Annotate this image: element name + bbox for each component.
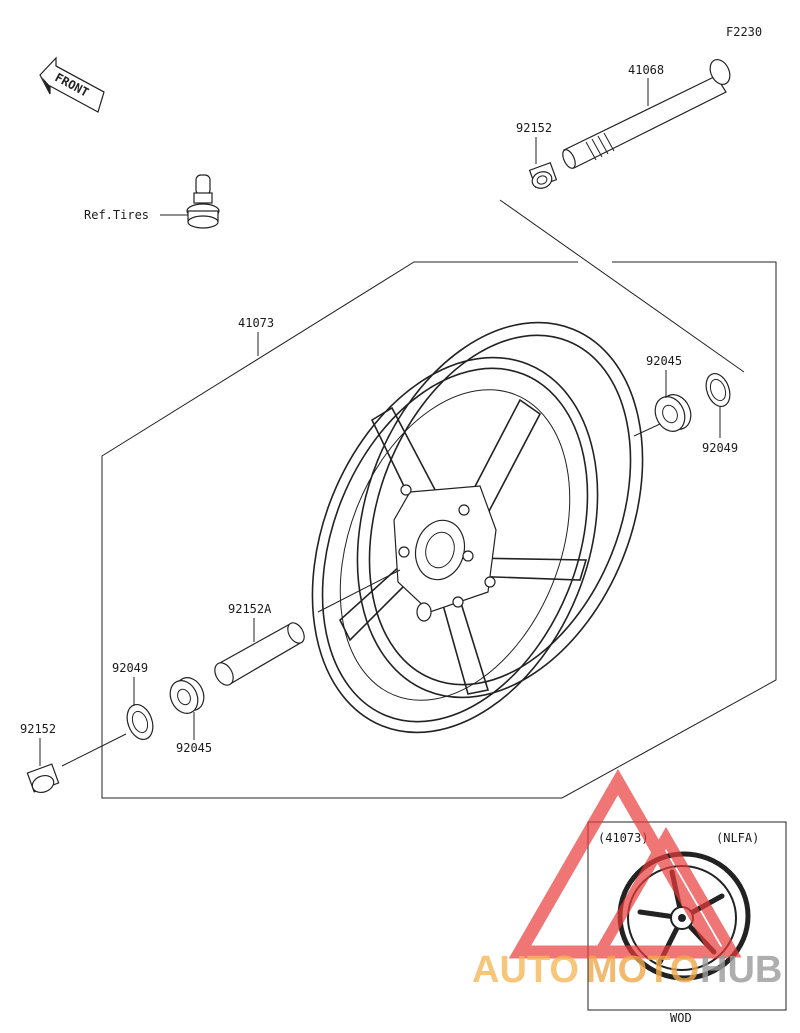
spacer-label: 92152A (228, 602, 272, 616)
seal-right-label: 92049 (702, 441, 738, 455)
bearing-left-part (169, 677, 205, 714)
inset-variant-label: (NLFA) (716, 831, 759, 845)
valve-stem-part (186, 174, 220, 229)
watermark-moto: MOTO (586, 949, 699, 991)
watermark-logo (508, 768, 742, 959)
seal-left-part (126, 703, 154, 741)
watermark-hub: HUB (700, 949, 782, 991)
axle-part (562, 59, 731, 169)
watermark-auto: AUTO (472, 949, 579, 991)
spacer-part (214, 622, 305, 686)
seal-left-label: 92049 (112, 661, 148, 675)
bearing-left-label: 92045 (176, 741, 212, 755)
wheel-label: 41073 (238, 316, 274, 330)
axle-label: 41068 (628, 63, 664, 77)
bearing-right-label: 92045 (646, 354, 682, 368)
collar-top-part (528, 162, 558, 189)
inset-part-label: (41073) (598, 831, 649, 845)
ref-tires-label: Ref.Tires (84, 208, 149, 222)
watermark-text: AUTO MOTO HUB (472, 949, 782, 991)
collar-left-part (26, 763, 60, 794)
diagram-code: F2230 (726, 25, 762, 39)
seal-right-part (705, 372, 731, 408)
bearing-right-part (654, 394, 692, 432)
inset-color-code: WOD (670, 1011, 692, 1025)
wheel-part (311, 321, 644, 734)
collar-top-label: 92152 (516, 121, 552, 135)
inset-frame (587, 821, 787, 1011)
collar-left-label: 92152 (20, 722, 56, 736)
watermark-triangle-inner-icon (590, 827, 742, 958)
front-arrow-icon: FRONT (39, 56, 105, 113)
